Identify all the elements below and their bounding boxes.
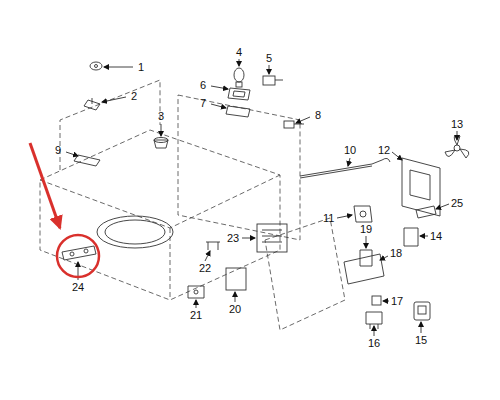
callout-number: 23	[227, 232, 239, 244]
callout-number: 7	[200, 97, 206, 109]
callout-number: 12	[378, 144, 390, 156]
callout-number: 9	[55, 144, 61, 156]
callout-number: 18	[390, 247, 402, 259]
callout-number: 3	[158, 110, 164, 122]
callout-number: 8	[315, 109, 321, 121]
callout-number: 17	[391, 295, 403, 307]
callout-number: 2	[131, 90, 137, 102]
callout-number: 22	[199, 262, 211, 274]
callout-number: 19	[360, 223, 372, 235]
callout-number: 21	[190, 309, 202, 321]
callout-number: 5	[266, 52, 272, 64]
callout-number: 16	[368, 337, 380, 349]
callout-number: 6	[200, 79, 206, 91]
callout-number: 15	[415, 334, 427, 346]
callout-number: 24	[72, 281, 84, 293]
callout-number: 11	[323, 212, 334, 224]
callout-number: 14	[430, 230, 442, 242]
callout-number: 4	[236, 46, 242, 58]
callout-number: 13	[451, 118, 463, 130]
callout-number: 1	[138, 61, 144, 73]
callout-number: 20	[229, 303, 241, 315]
callout-number: 25	[451, 197, 463, 209]
callout-number: 10	[344, 144, 356, 156]
